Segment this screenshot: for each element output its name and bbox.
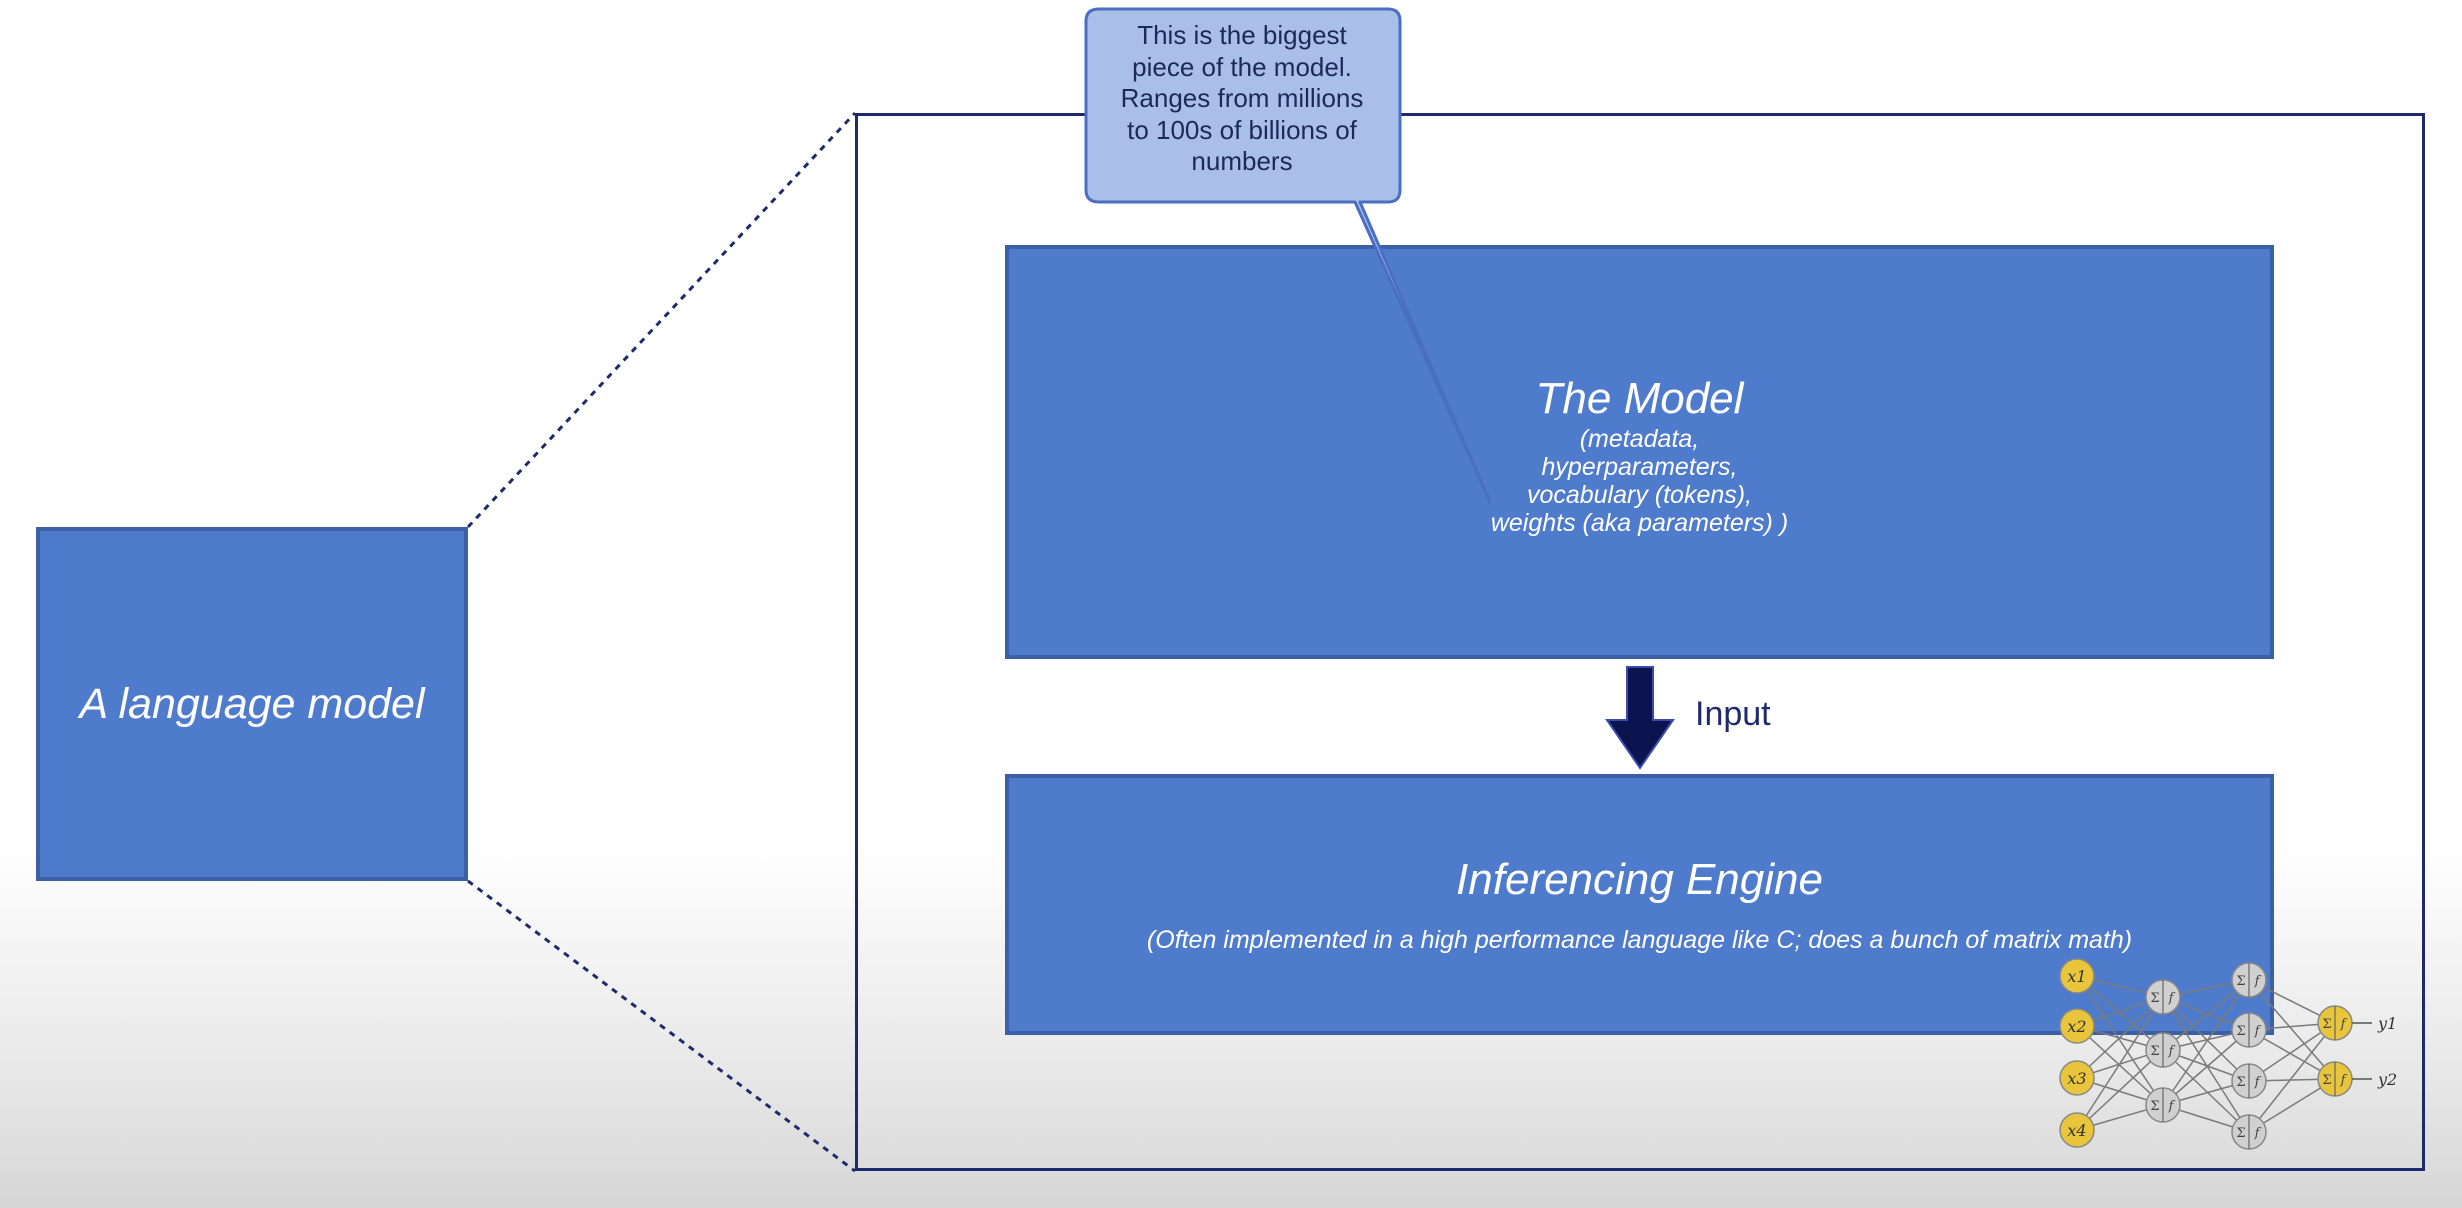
svg-text:Σ: Σ	[2236, 1126, 2245, 1141]
svg-text:f: f	[2340, 1073, 2348, 1088]
down-arrow-icon	[1605, 666, 1675, 770]
callout-line: piece of the model.	[1132, 51, 1352, 82]
nn-edge	[2076, 975, 2164, 1106]
nn-output-label: y2	[2377, 1070, 2397, 1089]
nn-edge	[2162, 996, 2250, 1133]
svg-text:Σ: Σ	[2322, 1073, 2331, 1088]
nn-edge	[2162, 979, 2250, 1051]
nn-edge	[2162, 1049, 2250, 1133]
nn-input-node: x2	[2059, 1008, 2095, 1044]
model-detail-line: weights (aka parameters) )	[1490, 509, 1789, 537]
svg-text:Σ: Σ	[2236, 1024, 2245, 1039]
nn-input-node: x1	[2059, 958, 2095, 994]
language-model-box: A language model	[36, 527, 468, 881]
svg-text:f: f	[2254, 1126, 2262, 1141]
svg-text:f: f	[2254, 1024, 2262, 1039]
zoom-line-bottom	[467, 879, 856, 1173]
nn-input-node-label: x2	[2067, 1017, 2086, 1036]
nn-edge	[2162, 1029, 2250, 1106]
nn-input-node: x3	[2059, 1060, 2095, 1096]
svg-text:Σ: Σ	[2150, 991, 2159, 1006]
model-detail-line: (metadata,	[1579, 425, 1700, 453]
svg-text:f: f	[2168, 1044, 2176, 1059]
nn-output-label: y1	[2377, 1014, 2397, 1033]
nn-edge	[2076, 975, 2164, 1051]
svg-text:f: f	[2340, 1017, 2348, 1032]
model-detail-line: hyperparameters,	[1541, 453, 1738, 481]
svg-text:Σ: Σ	[2150, 1099, 2159, 1114]
model-detail-line: vocabulary (tokens),	[1526, 481, 1753, 509]
nn-edge	[2162, 996, 2250, 1082]
inferencing-engine-box: Inferencing Engine (Often implemented in…	[1005, 774, 2274, 1035]
nn-edge	[2248, 979, 2336, 1080]
svg-text:f: f	[2168, 991, 2176, 1006]
callout-line: numbers	[1191, 146, 1293, 176]
svg-text:Σ: Σ	[2322, 1017, 2331, 1032]
svg-text:Σ: Σ	[2236, 1075, 2245, 1090]
nn-edge	[2248, 1022, 2336, 1133]
callout-line: to 100s of billions of	[1127, 114, 1357, 145]
zoom-line-top	[466, 111, 857, 529]
engine-subtitle: (Often implemented in a high performance…	[1146, 926, 2133, 954]
callout-text: This is the biggest piece of the model. …	[1088, 20, 1396, 178]
svg-text:f: f	[2254, 974, 2262, 989]
callout-line: This is the biggest	[1137, 20, 1347, 50]
nn-edge	[2076, 996, 2164, 1079]
input-label: Input	[1695, 695, 1771, 733]
svg-text:f: f	[2254, 1075, 2262, 1090]
engine-title: Inferencing Engine	[1456, 855, 1823, 904]
nn-edge	[2162, 979, 2250, 1106]
model-title: The Model	[1535, 374, 1744, 423]
language-model-label: A language model	[79, 679, 425, 728]
model-box: The Model (metadata, hyperparameters, vo…	[1005, 245, 2274, 659]
nn-input-node-label: x1	[2067, 967, 2086, 986]
nn-input-node-label: x4	[2067, 1121, 2086, 1140]
callout-line: Ranges from millions	[1120, 83, 1364, 113]
svg-text:f: f	[2168, 1099, 2176, 1114]
svg-text:Σ: Σ	[2236, 974, 2245, 989]
nn-edge	[2076, 1049, 2164, 1131]
nn-edge	[2076, 996, 2164, 1131]
zoomed-detail-frame	[855, 113, 2425, 1171]
nn-input-node: x4	[2059, 1112, 2095, 1148]
nn-input-node-label: x3	[2067, 1069, 2086, 1088]
svg-text:Σ: Σ	[2150, 1044, 2159, 1059]
nn-edge	[2076, 1025, 2164, 1106]
